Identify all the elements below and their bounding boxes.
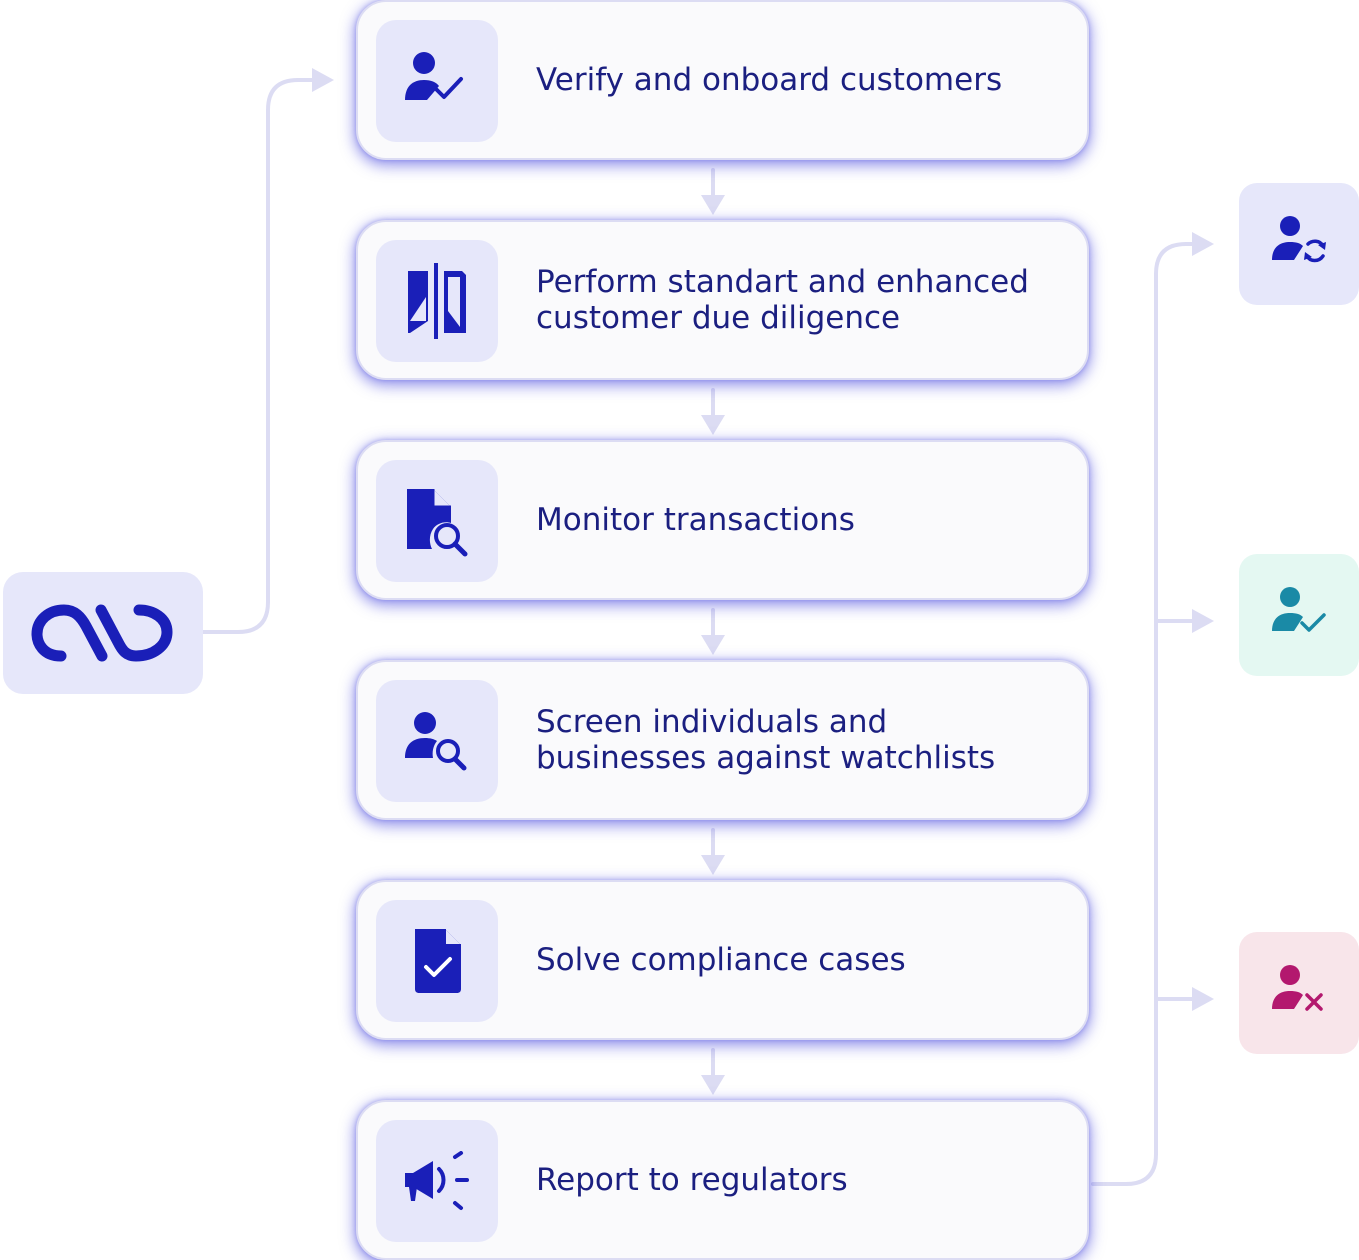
- arrowhead: [701, 1075, 725, 1095]
- split-document-icon: [408, 263, 466, 339]
- user-rejected-icon: [1272, 965, 1323, 1011]
- step-label: Monitor transactions: [536, 502, 855, 538]
- user-approved-icon: [1272, 587, 1326, 632]
- step-monitor-transactions: Monitor transactions: [356, 440, 1089, 600]
- brand-logo-box: [3, 572, 203, 694]
- outcome-approved-box: [1239, 554, 1359, 676]
- step-label: Solve compliance cases: [536, 942, 906, 978]
- arrowhead: [1192, 609, 1214, 633]
- document-check-icon: [415, 929, 461, 993]
- user-search-icon: [405, 712, 467, 771]
- step-icon-box: [376, 1120, 498, 1242]
- step-icon-box: [376, 20, 498, 142]
- arrowhead: [701, 195, 725, 215]
- step-due-diligence: Perform standart and enhanced customer d…: [356, 220, 1089, 380]
- user-check-icon: [405, 52, 463, 100]
- step-icon-box: [376, 460, 498, 582]
- arrowhead: [701, 635, 725, 655]
- step-label: Screen individuals and businesses agains…: [536, 704, 996, 776]
- outcome-rejected-box: [1239, 932, 1359, 1054]
- arrowhead: [1192, 987, 1214, 1011]
- logo-connector-line: [201, 78, 320, 634]
- step-label: Verify and onboard customers: [536, 62, 1003, 98]
- step-label: Perform standart and enhanced customer d…: [536, 264, 1029, 336]
- step-icon-box: [376, 240, 498, 362]
- step-label: Report to regulators: [536, 1162, 848, 1198]
- arrowhead: [1192, 232, 1214, 256]
- brand-logo-icon: [31, 604, 173, 662]
- step-screen-watchlists: Screen individuals and businesses agains…: [356, 660, 1089, 820]
- step-icon-box: [376, 680, 498, 802]
- outcome-review-box: [1239, 183, 1359, 305]
- arrowhead: [701, 855, 725, 875]
- arrowhead: [312, 68, 334, 92]
- arrowhead: [701, 415, 725, 435]
- step-report-regulators: Report to regulators: [356, 1100, 1089, 1260]
- document-search-icon: [407, 489, 468, 557]
- user-refresh-icon: [1272, 216, 1326, 263]
- step-verify-onboard: Verify and onboard customers: [356, 0, 1089, 160]
- megaphone-icon: [405, 1151, 469, 1210]
- step-icon-box: [376, 900, 498, 1022]
- outcome-connector-line: [1091, 242, 1200, 1186]
- step-compliance-cases: Solve compliance cases: [356, 880, 1089, 1040]
